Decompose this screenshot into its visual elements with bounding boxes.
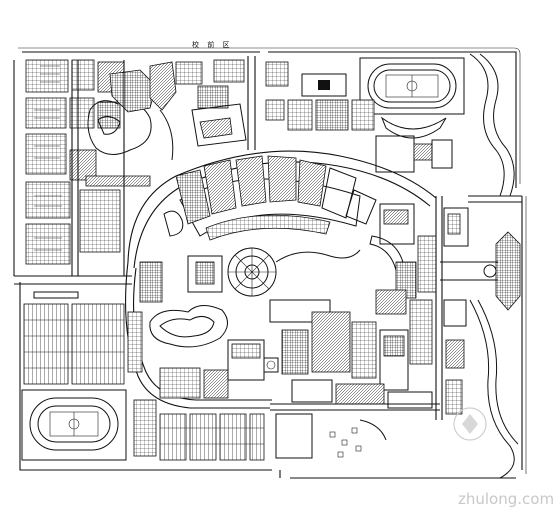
north-stadium bbox=[359, 57, 465, 115]
central-arc-complex bbox=[127, 150, 437, 269]
campus-boundary bbox=[13, 47, 527, 479]
northwest-landscape bbox=[85, 61, 177, 187]
watermark: zhulong.com bbox=[453, 407, 554, 508]
east-river bbox=[469, 53, 519, 479]
central-circular-plaza bbox=[187, 247, 361, 297]
watermark-text: zhulong.com bbox=[458, 490, 554, 508]
south-academic-buildings bbox=[227, 299, 433, 409]
southwest-housing-grid bbox=[23, 291, 143, 385]
south-dormitory-rows bbox=[133, 399, 265, 461]
northwest-dormitory-cluster bbox=[25, 59, 125, 265]
southeast-open-field bbox=[270, 403, 440, 459]
west-road bbox=[14, 60, 132, 285]
southwest-stadium bbox=[21, 389, 127, 461]
east-gate-plaza bbox=[440, 195, 522, 311]
north-central-buildings bbox=[175, 56, 256, 150]
east-side-buildings bbox=[443, 207, 469, 415]
west-lake-and-ring-road bbox=[125, 210, 272, 409]
north-academic-blocks bbox=[265, 61, 453, 173]
east-central-buildings bbox=[369, 196, 443, 420]
north-gate-label: 校 前 区 bbox=[192, 40, 232, 49]
